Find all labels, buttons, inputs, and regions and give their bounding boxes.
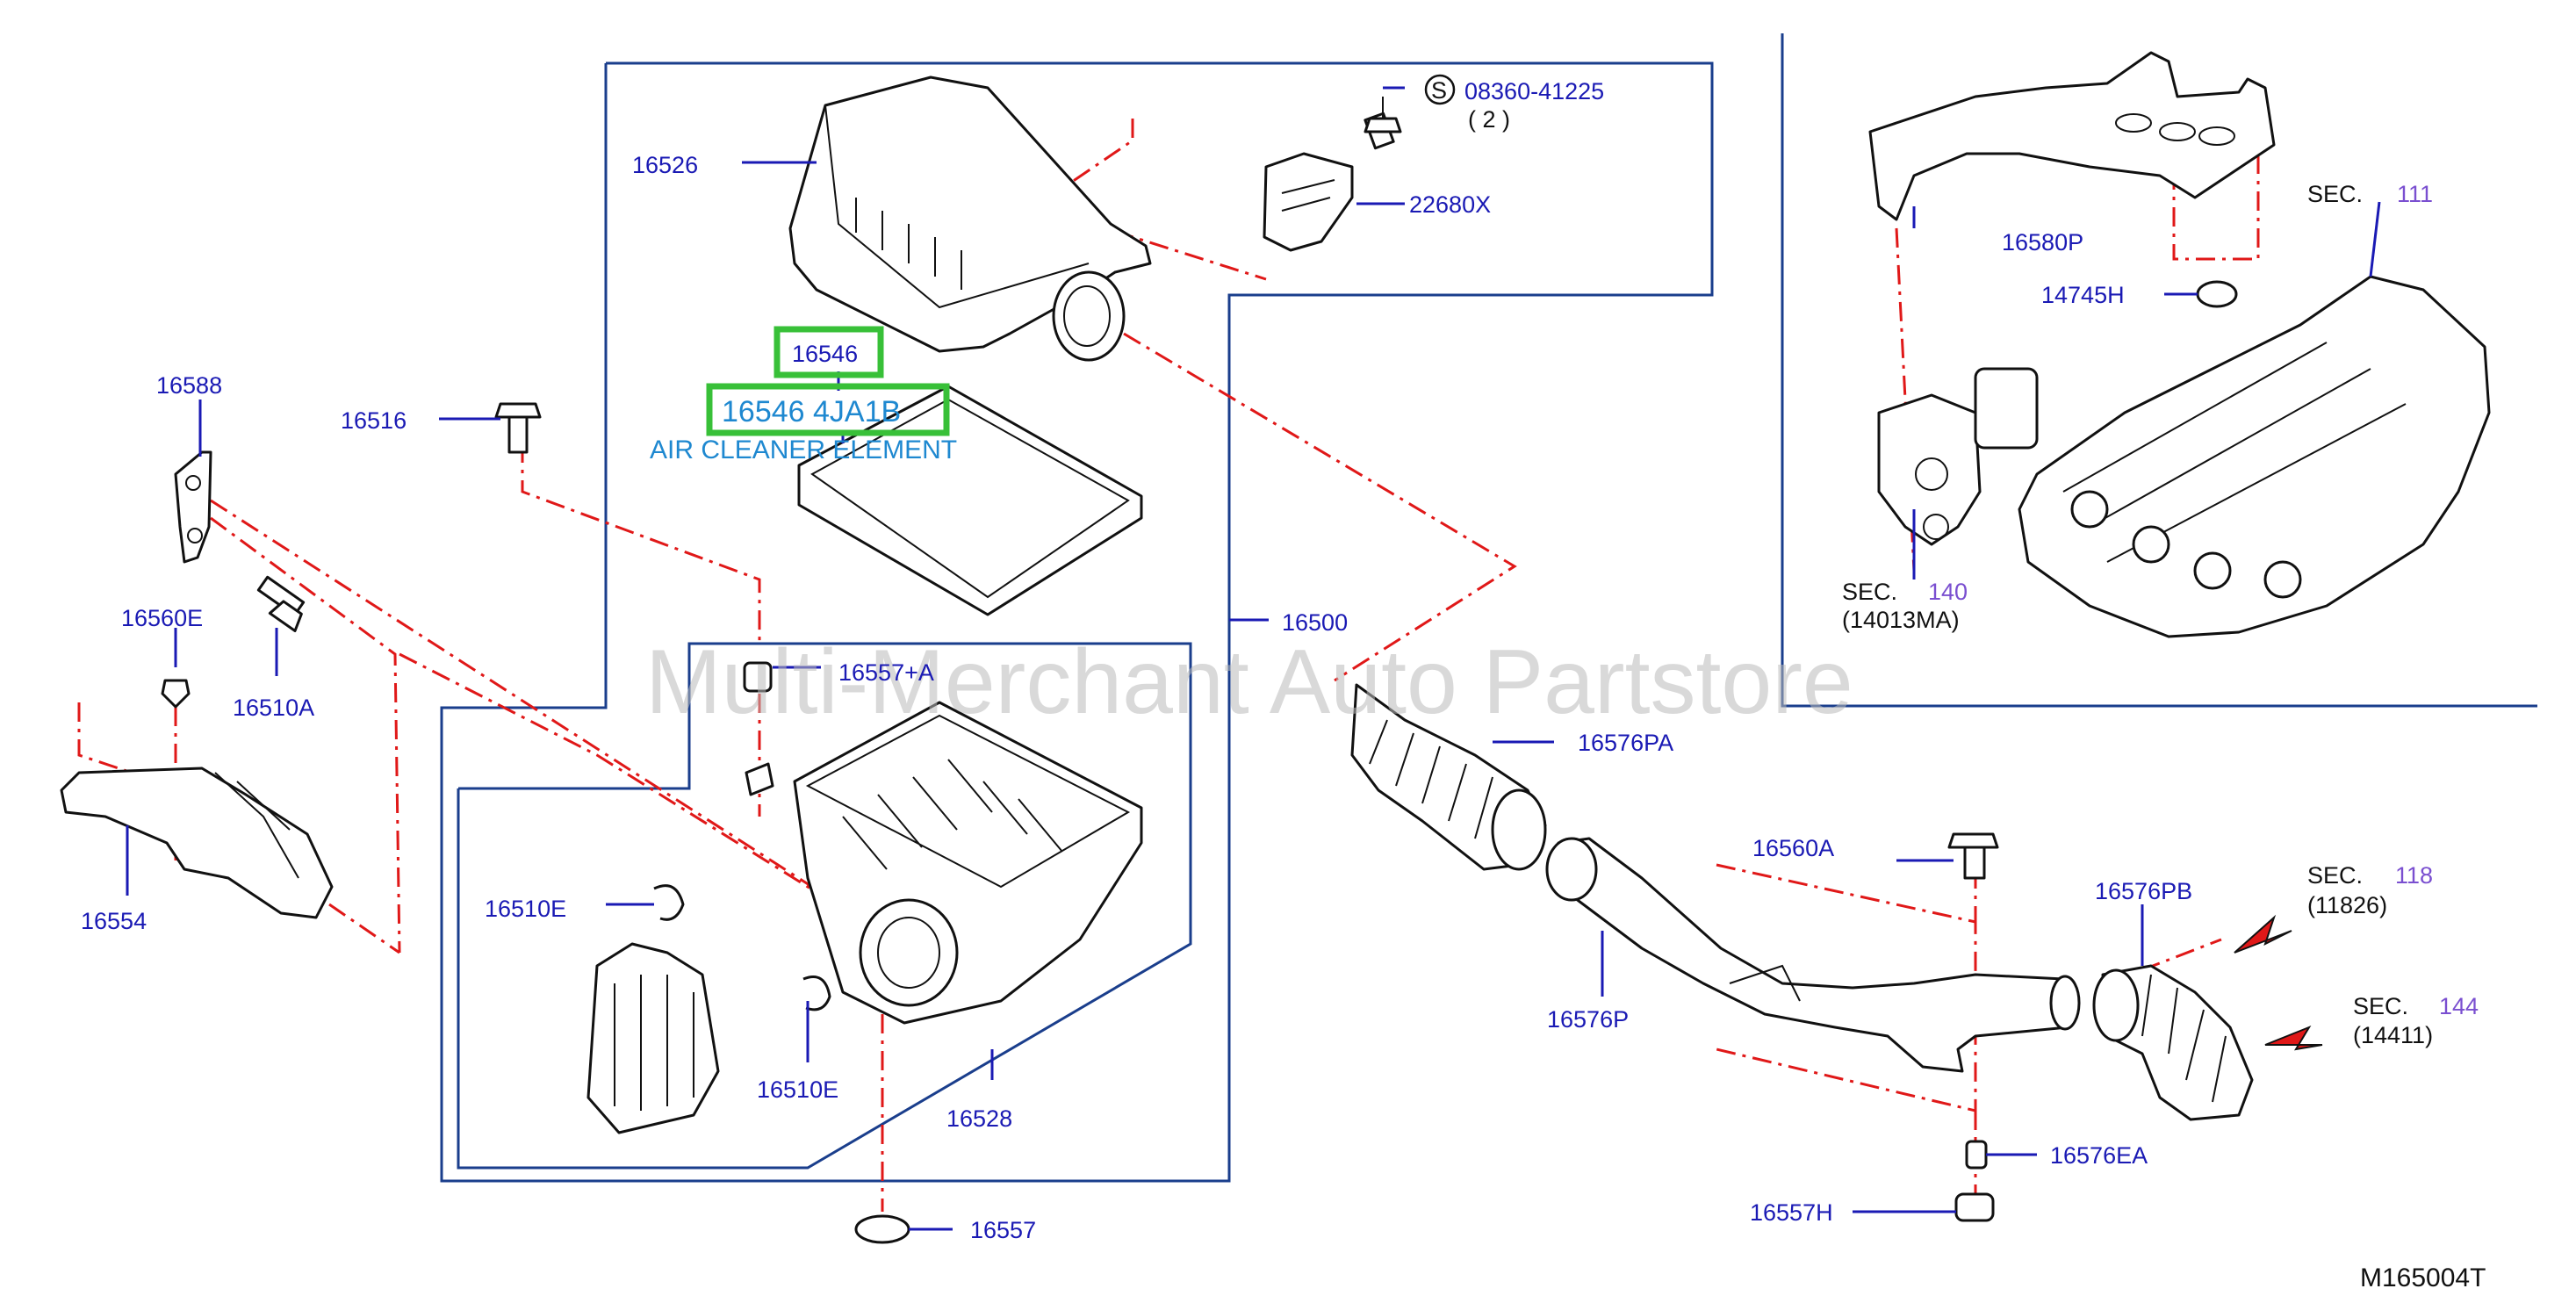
- label-16588[interactable]: 16588: [156, 372, 222, 399]
- grommet-16576EA: [1965, 1140, 1988, 1170]
- clip-16560E: [161, 679, 191, 709]
- label-sec-140-sub: (14013MA): [1842, 607, 1960, 633]
- label-16576P[interactable]: 16576P: [1547, 1006, 1629, 1033]
- label-16526[interactable]: 16526: [632, 152, 698, 178]
- label-16510A[interactable]: 16510A: [233, 695, 314, 721]
- label-16576PB[interactable]: 16576PB: [2095, 878, 2192, 904]
- label-screw-qty: ( 2 ): [1468, 106, 1510, 133]
- grommet-16557: [854, 1214, 910, 1244]
- dash-hose-pb: [2106, 938, 2222, 985]
- dash-cover-to-sensor: [1033, 119, 1267, 281]
- air-duct-16576PA: [1350, 683, 1547, 871]
- dash-cover-to-duct: [1123, 332, 1517, 682]
- grommet-16557A: [743, 661, 773, 693]
- arrow-sec-118: [2234, 914, 2292, 954]
- dash-bracket-16554: [399, 652, 879, 932]
- label-16557[interactable]: 16557: [970, 1217, 1036, 1243]
- label-16500[interactable]: 16500: [1282, 609, 1348, 636]
- part-labels: 16526 22680X 16588 16516 16560E 16510A 1…: [81, 74, 2486, 1292]
- label-22680X[interactable]: 22680X: [1409, 191, 1491, 218]
- engine-head-section: [1877, 275, 2491, 638]
- highlight-box-16546: [774, 326, 884, 378]
- grommet-16557H: [1954, 1192, 1995, 1222]
- label-16516[interactable]: 16516: [341, 407, 407, 434]
- maf-sensor-22680X: [1263, 97, 1402, 252]
- label-16576EA[interactable]: 16576EA: [2050, 1142, 2148, 1169]
- section-arrows: [2234, 914, 2323, 1051]
- label-16557A[interactable]: 16557+A: [838, 659, 934, 686]
- air-hose-16576PB: [2092, 964, 2254, 1121]
- grommet-14745H: [2196, 280, 2238, 308]
- frame-engine-section: [1781, 33, 2537, 708]
- label-08360-41225[interactable]: 08360-41225: [1464, 78, 1604, 104]
- dash-bracket-to-case: [210, 499, 813, 889]
- label-sec-111[interactable]: SEC.: [2307, 181, 2363, 207]
- bolt-16510A: [256, 575, 306, 633]
- label-16576PA[interactable]: 16576PA: [1578, 730, 1673, 756]
- label-sec-111-num[interactable]: 111: [2397, 181, 2433, 207]
- label-16510E-b[interactable]: 16510E: [757, 1076, 838, 1103]
- label-16580P[interactable]: 16580P: [2002, 229, 2083, 256]
- resonator-16580P: [1868, 51, 2276, 221]
- screw-s-letter: S: [1431, 77, 1447, 104]
- frame-upper-assembly: [440, 61, 1714, 1183]
- dash-bolt-16516: [521, 443, 761, 645]
- bolt-16560A: [1947, 832, 1999, 880]
- label-sec-140-num[interactable]: 140: [1928, 579, 1968, 605]
- label-sec-118-sub: (11826): [2307, 892, 2387, 918]
- watermark-text: Multi-Merchant Auto Partstore: [645, 631, 1853, 733]
- label-sec-144[interactable]: SEC.: [2353, 993, 2408, 1019]
- arrow-sec-144: [2264, 1025, 2323, 1051]
- label-sec-118-num[interactable]: 118: [2395, 862, 2433, 889]
- label-sec-144-sub: (14411): [2353, 1022, 2433, 1048]
- label-16557H[interactable]: 16557H: [1750, 1199, 1833, 1226]
- highlight-boxes: [706, 326, 950, 436]
- diagram-code: M165004T: [2360, 1263, 2486, 1292]
- highlight-box-partno: [706, 383, 950, 436]
- label-16546[interactable]: 16546: [792, 341, 858, 367]
- air-cleaner-case-16528: [745, 701, 1143, 1025]
- label-16560A[interactable]: 16560A: [1752, 835, 1834, 861]
- bolt-16516: [494, 402, 542, 454]
- side-cover-panel: [586, 942, 720, 1134]
- dash-bracket-outer: [210, 516, 401, 954]
- screw-s-badge: [1424, 74, 1456, 105]
- label-air-cleaner-element: AIR CLEANER ELEMENT: [650, 436, 957, 464]
- air-pipe-16576P: [1545, 837, 2081, 1073]
- clips-16510E: [653, 884, 831, 1011]
- label-sec-144-num[interactable]: 144: [2439, 993, 2479, 1019]
- dash-duct-16554-b: [328, 903, 400, 954]
- assembly-frames: [440, 33, 2537, 1183]
- inlet-duct-16554: [60, 767, 334, 919]
- label-sec-118[interactable]: SEC.: [2307, 862, 2363, 889]
- label-16528[interactable]: 16528: [946, 1105, 1012, 1132]
- bracket-16588: [174, 450, 212, 564]
- label-16510E-a[interactable]: 16510E: [485, 896, 566, 922]
- grommets: [743, 280, 2238, 1244]
- label-14745H[interactable]: 14745H: [2041, 282, 2125, 308]
- bolts: [256, 402, 1999, 880]
- frame-lower-case: [457, 642, 1192, 1170]
- label-16560E[interactable]: 16560E: [121, 605, 203, 631]
- label-16554[interactable]: 16554: [81, 908, 147, 934]
- air-cleaner-cover-16526: [788, 76, 1152, 362]
- label-sec-140[interactable]: SEC.: [1842, 579, 1897, 605]
- label-16546-partno[interactable]: 16546 4JA1B: [722, 395, 901, 428]
